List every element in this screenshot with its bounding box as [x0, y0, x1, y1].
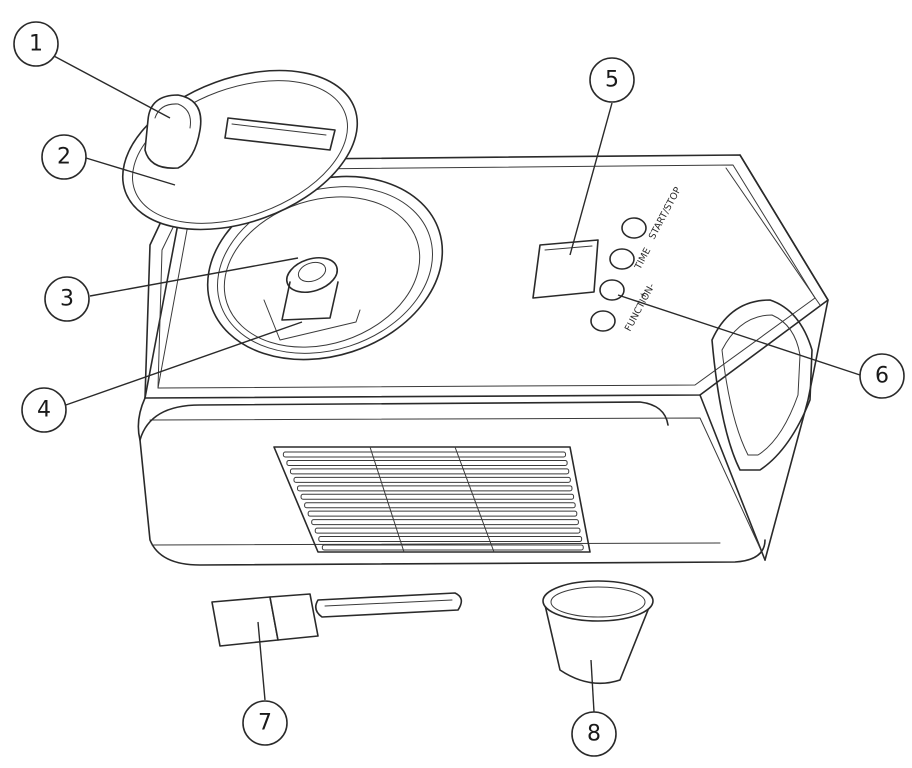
lid	[121, 69, 359, 231]
paddle	[263, 256, 361, 341]
callout-7: 7	[242, 700, 288, 746]
svg-text:4: 4	[37, 398, 51, 423]
svg-text:8: 8	[587, 722, 601, 747]
button-plus	[590, 310, 616, 332]
vent-slat	[314, 527, 581, 534]
spatula	[211, 592, 463, 647]
callout-8: 8	[571, 711, 617, 757]
callout-2: 2	[41, 134, 87, 180]
leader-2	[85, 157, 176, 186]
vent-slat	[304, 502, 576, 509]
leader-lines	[51, 54, 861, 713]
label-startstop: START/STOP	[647, 185, 684, 241]
vent-slat	[300, 493, 575, 500]
vent-slat	[286, 459, 568, 466]
button-time	[609, 248, 635, 270]
svg-text:6: 6	[875, 364, 889, 389]
svg-text:7: 7	[258, 711, 272, 736]
leader-4	[62, 321, 303, 407]
button-function	[599, 279, 625, 301]
control-panel: START/STOP TIME FUNCTION- +	[590, 185, 684, 333]
label-time: TIME	[632, 246, 653, 272]
callout-3: 3	[44, 276, 90, 322]
callout-1: 1	[13, 21, 59, 67]
display-window	[532, 239, 599, 299]
svg-text:1: 1	[29, 32, 43, 57]
leader-5	[569, 102, 613, 256]
vent-slat	[297, 485, 573, 492]
callout-4: 4	[21, 387, 67, 433]
svg-text:2: 2	[57, 145, 71, 170]
vent-slat	[311, 519, 579, 526]
leader-7	[257, 621, 266, 701]
leader-3	[89, 257, 299, 297]
vent-slat	[307, 510, 578, 517]
callout-5: 5	[589, 57, 635, 103]
measuring-cup	[542, 580, 654, 685]
callout-6: 6	[859, 353, 905, 399]
svg-text:5: 5	[605, 68, 619, 93]
vent-slat	[293, 476, 571, 483]
vent-slat	[289, 468, 570, 475]
button-start-stop	[621, 217, 647, 239]
leader-1	[51, 54, 171, 119]
svg-text:3: 3	[60, 287, 74, 312]
leader-6	[617, 294, 861, 376]
vent-slat	[318, 536, 583, 543]
vent-grille	[273, 446, 591, 553]
leader-8	[590, 659, 595, 713]
vent-slat	[321, 544, 584, 551]
callouts: 1 2 3 4 5 6 7 8	[13, 21, 905, 757]
vent-slat	[282, 451, 567, 458]
